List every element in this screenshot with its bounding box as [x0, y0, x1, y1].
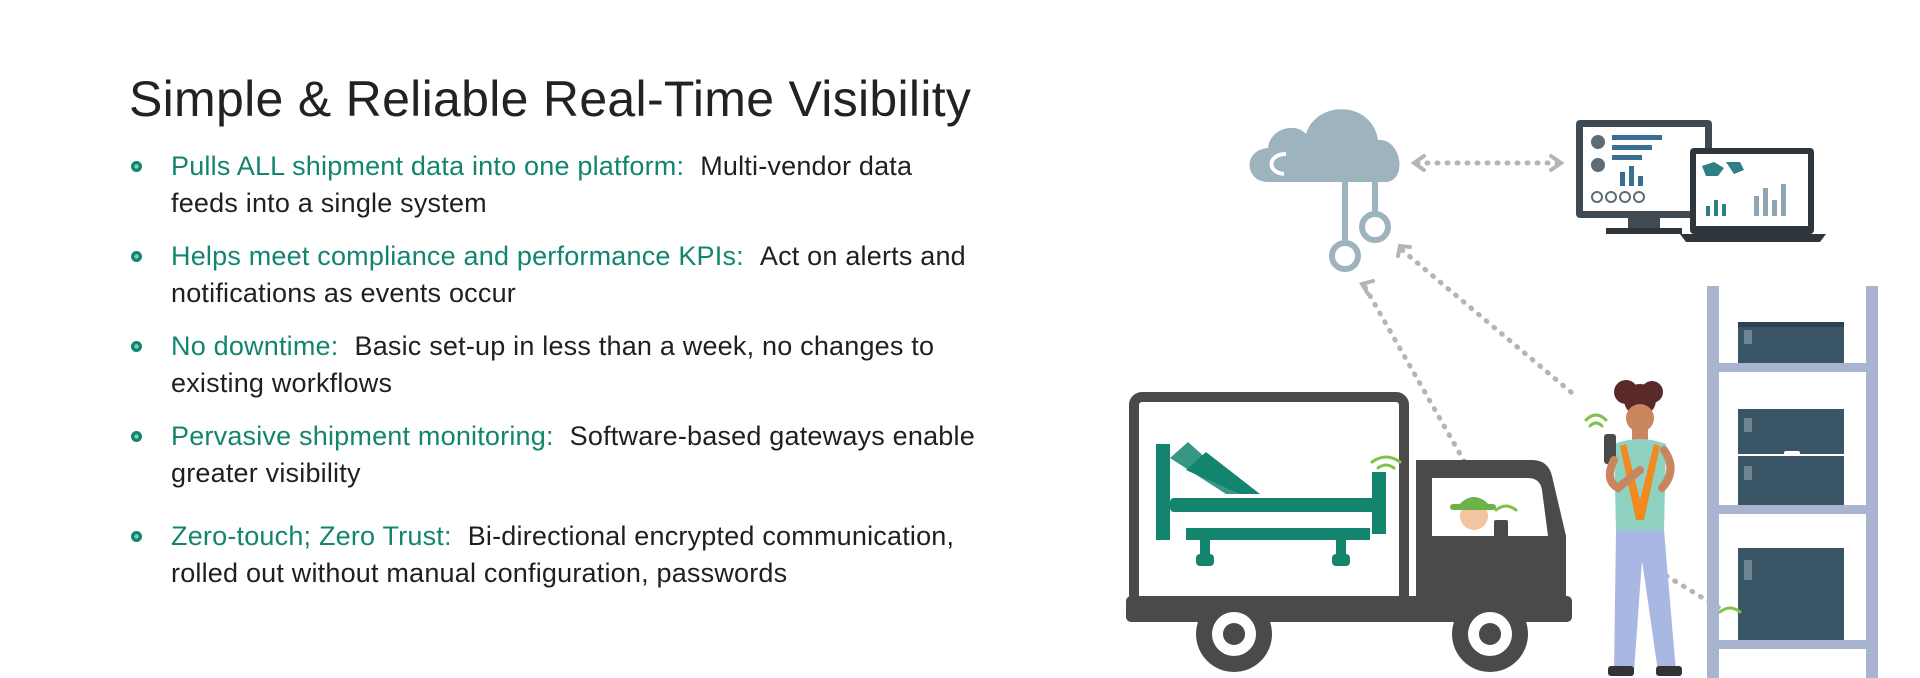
bullet-dot-icon: [131, 431, 142, 442]
bullet-lead: Pervasive shipment monitoring:: [171, 421, 554, 451]
bullet-body: Software-based gateways enable: [569, 421, 975, 451]
bullet-item: Zero-touch; Zero Trust: Bi-directional en…: [130, 518, 1130, 592]
hospital-bed-icon: [1156, 442, 1386, 566]
bullet-item: Pervasive shipment monitoring: Software-b…: [130, 418, 1130, 492]
bullet-item: No downtime: Basic set-up in less than a …: [130, 328, 1130, 402]
slide-title: Simple & Reliable Real-Time Visibility: [129, 71, 972, 127]
wifi-signal-icon: [1370, 413, 1742, 614]
bullet-dot-icon: [131, 341, 142, 352]
warehouse-shelf-icon: [1707, 286, 1878, 678]
bullet-lead: No downtime:: [171, 331, 339, 361]
bullet-lead: Helps meet compliance and performance KP…: [171, 241, 744, 271]
bullet-dot-icon: [131, 161, 142, 172]
bullet-dot-icon: [131, 251, 142, 262]
bullet-body-continued: rolled out without manual configuration,…: [171, 558, 788, 588]
visibility-illustration: [1126, 109, 1878, 678]
dashboard-monitors-icon: [1576, 120, 1826, 242]
bullet-lead: Pulls ALL shipment data into one platfor…: [171, 151, 685, 181]
driver-icon: [1450, 497, 1508, 542]
bullet-lead: Zero-touch; Zero Trust:: [171, 521, 452, 551]
bullet-body: Multi-vendor data: [700, 151, 913, 181]
bullet-dot-icon: [131, 531, 142, 542]
bullet-item: Pulls ALL shipment data into one platfor…: [130, 148, 1130, 222]
cloud-icon: [1249, 109, 1400, 272]
bullet-body-continued: existing workflows: [171, 368, 393, 398]
bullet-body-continued: notifications as events occur: [171, 278, 516, 308]
bullet-body-continued: greater visibility: [171, 458, 361, 488]
warehouse-worker-icon: [1604, 380, 1682, 676]
bullet-item: Helps meet compliance and performance KP…: [130, 238, 1130, 312]
bullet-body: Basic set-up in less than a week, no cha…: [354, 331, 935, 361]
bullet-body: Bi-directional encrypted communication,: [467, 521, 955, 551]
bullet-body-continued: feeds into a single system: [171, 188, 487, 218]
bullet-body: Act on alerts and: [759, 241, 966, 271]
arrow-heads: [1358, 154, 1565, 296]
